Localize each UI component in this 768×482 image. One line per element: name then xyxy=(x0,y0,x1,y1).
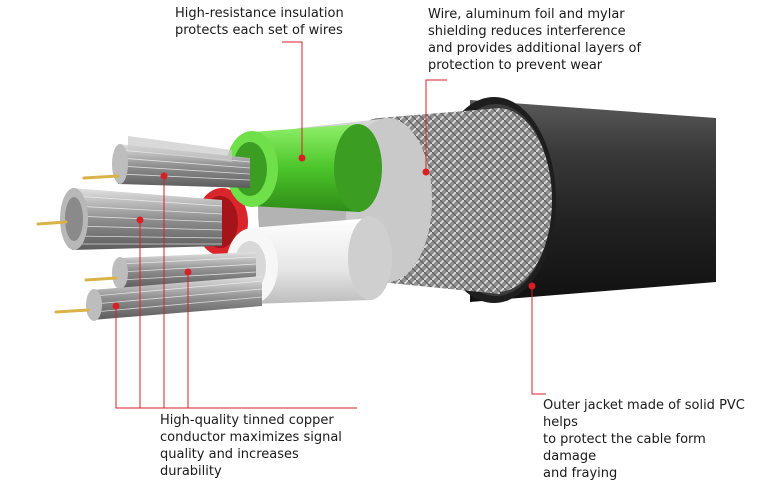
insulation-label: High-resistance insulation protects each… xyxy=(175,6,344,38)
callout-lines xyxy=(115,41,546,409)
wire-bundle-main xyxy=(60,188,223,250)
shielding-label: Wire, aluminum foil and mylar shielding … xyxy=(428,7,642,73)
cable-diagram: High-resistance insulation protects each… xyxy=(36,6,745,481)
wire-bundle-bottom xyxy=(86,276,263,321)
core-tips xyxy=(36,174,120,314)
jacket-label: Outer jacket made of solid PVC helps to … xyxy=(543,398,745,481)
conductor-label: High-quality tinned copper conductor max… xyxy=(160,413,342,479)
cable-illustration xyxy=(36,41,716,409)
callout-dots xyxy=(112,154,536,310)
wire-bundle-top xyxy=(112,136,251,188)
